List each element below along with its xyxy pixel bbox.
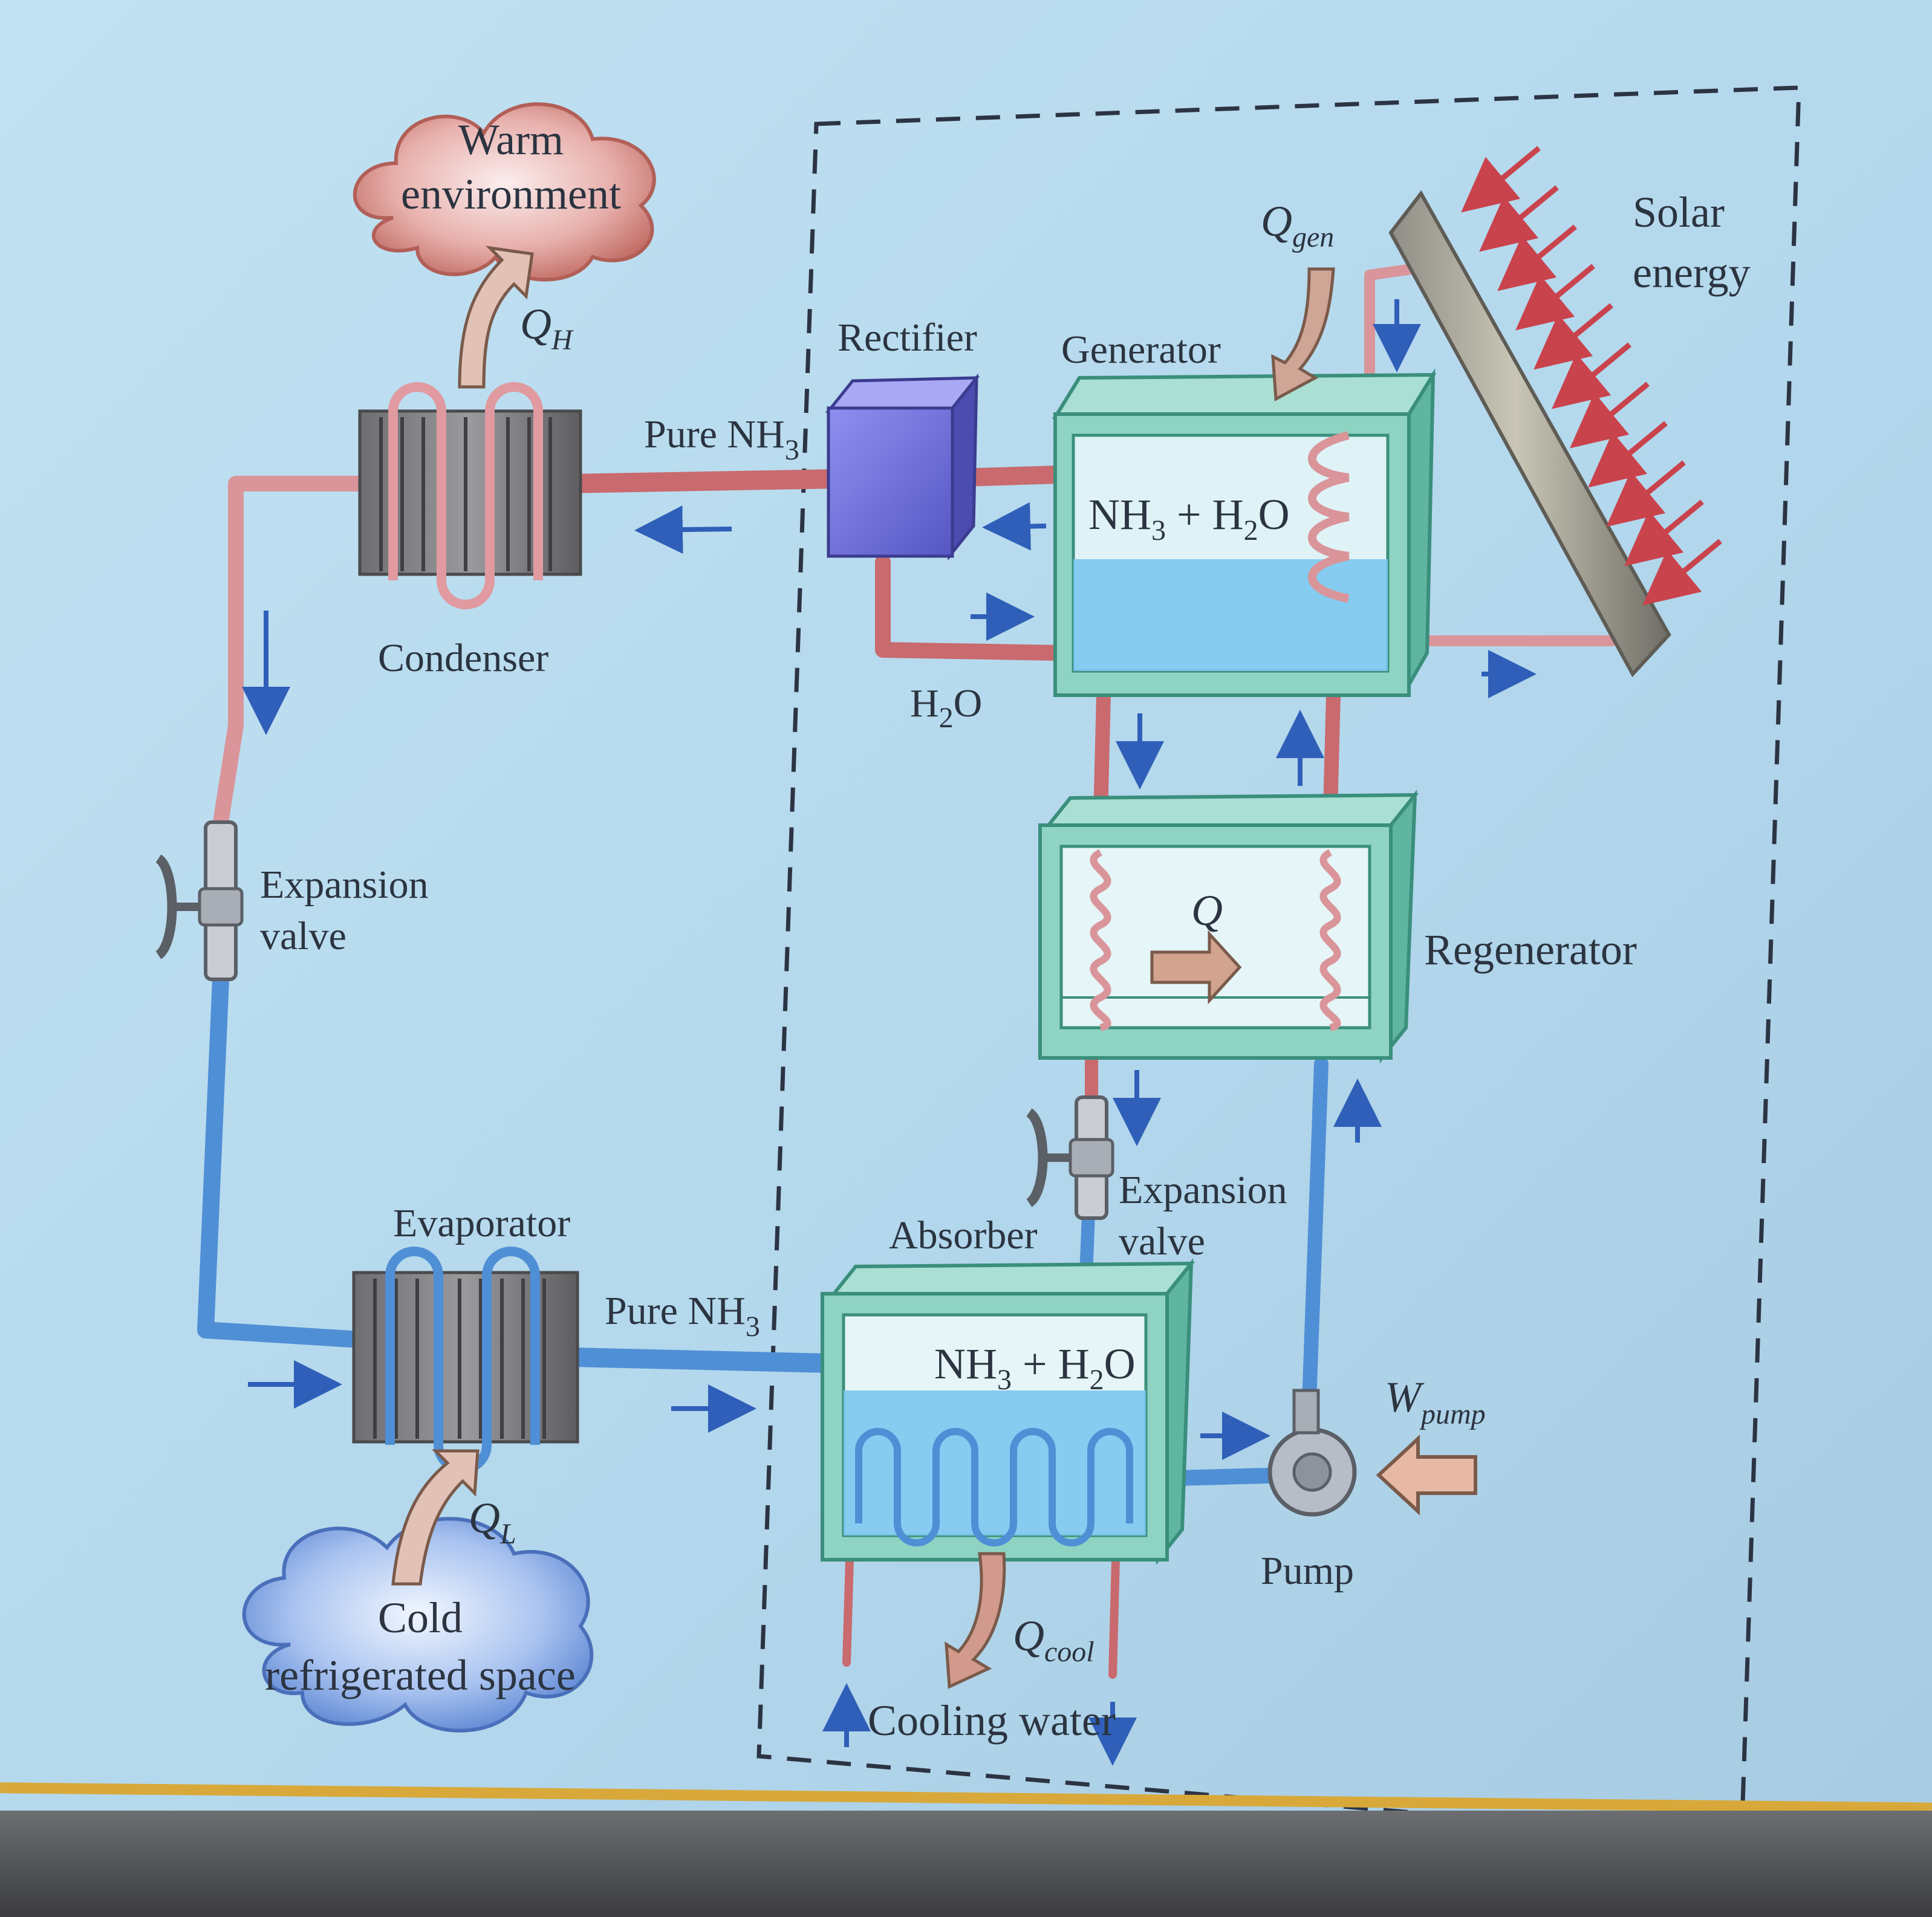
absorber-mixture-label: NH3 + H2O <box>934 1340 1136 1396</box>
pipe-pure-nh3-top <box>559 469 847 493</box>
expansion-valve-right-label-line1: Expansion <box>1119 1168 1287 1212</box>
condenser-coil <box>358 382 582 609</box>
pipe-condenser-outlet <box>213 476 371 830</box>
regenerator-coil-right <box>1319 849 1341 1031</box>
warm-environment-cloud <box>353 102 656 282</box>
warm-environment-label-line2: environment <box>401 170 621 218</box>
absorber-label: Absorber <box>889 1213 1038 1257</box>
qh-label: QH <box>520 300 574 356</box>
solar-energy-label-line2: energy <box>1633 248 1751 297</box>
pipe-cooling-out <box>1108 1555 1120 1679</box>
heat-arrow-qh <box>458 245 534 389</box>
h2o-label: H2O <box>910 681 982 734</box>
expansion-valve-left <box>155 820 244 981</box>
solar-energy-label-line1: Solar <box>1633 188 1725 236</box>
regenerator-heat-arrow <box>1150 930 1242 1005</box>
generator-mixture-label: NH3 + H2O <box>1088 490 1290 547</box>
pump-label: Pump <box>1261 1549 1354 1593</box>
pipe-valve-to-evaporator <box>197 971 359 1348</box>
generator-heating-coil <box>1308 431 1350 603</box>
flow-arrows <box>242 299 1537 1766</box>
pipe-h2o-return <box>875 554 1066 661</box>
pipe-rectifier-generator <box>952 465 1067 487</box>
pipe-cooling-in <box>842 1555 854 1667</box>
evaporator-label: Evaporator <box>393 1201 570 1245</box>
rectifier-label: Rectifier <box>838 316 977 360</box>
qcool-label: Qcool <box>1013 1612 1094 1668</box>
regenerator-coil-left <box>1090 849 1111 1031</box>
generator-tank <box>1052 368 1437 697</box>
condenser-label: Condenser <box>378 636 548 680</box>
regenerator-q-label: Q <box>1191 886 1223 935</box>
qgen-label: Qgen <box>1261 197 1334 253</box>
wpump-label: Wpump <box>1385 1373 1486 1430</box>
pump <box>1267 1389 1477 1517</box>
evaporator-coil <box>352 1247 579 1474</box>
expansion-valve-left-label-line1: Expansion <box>260 863 429 907</box>
regenerator-label: Regenerator <box>1424 926 1637 974</box>
pump-work-arrow <box>1376 1435 1477 1516</box>
pipe-gen-regen-right <box>1323 688 1341 817</box>
cooling-water-label: Cooling water <box>868 1696 1116 1745</box>
pipe-solar-gen-top <box>1364 264 1417 401</box>
expansion-valve-right <box>1026 1095 1114 1220</box>
regenerator-tank <box>1038 790 1419 1063</box>
pipe-pure-nh3-bottom <box>565 1348 838 1373</box>
ql-label: QL <box>469 1494 516 1550</box>
rectifier-box <box>825 373 980 561</box>
cold-space-label-line1: Cold <box>378 1594 463 1642</box>
cold-space-label-line2: refrigerated space <box>265 1651 576 1699</box>
pipe-pump-to-regen <box>1302 1057 1329 1410</box>
screen-frame <box>0 1811 1932 1917</box>
solar-collector-panel <box>1388 190 1671 678</box>
heat-arrow-qcool <box>945 1552 1006 1689</box>
pure-nh3-top-label: Pure NH3 <box>644 412 799 466</box>
heat-arrow-ql <box>391 1449 480 1586</box>
cold-space-cloud <box>242 1517 594 1733</box>
warm-environment-label-line1: Warm <box>458 115 564 164</box>
expansion-valve-left-label-line2: valve <box>260 914 346 958</box>
expansion-valve-right-label-line2: valve <box>1119 1219 1205 1263</box>
heat-arrow-qgen <box>1271 267 1335 402</box>
pure-nh3-bottom-label: Pure NH3 <box>605 1289 760 1343</box>
absorber-tank <box>821 1258 1195 1565</box>
generator-label: Generator <box>1061 328 1221 372</box>
solar-rays <box>1461 146 1722 606</box>
absorber-cooling-coil <box>855 1428 1133 1546</box>
